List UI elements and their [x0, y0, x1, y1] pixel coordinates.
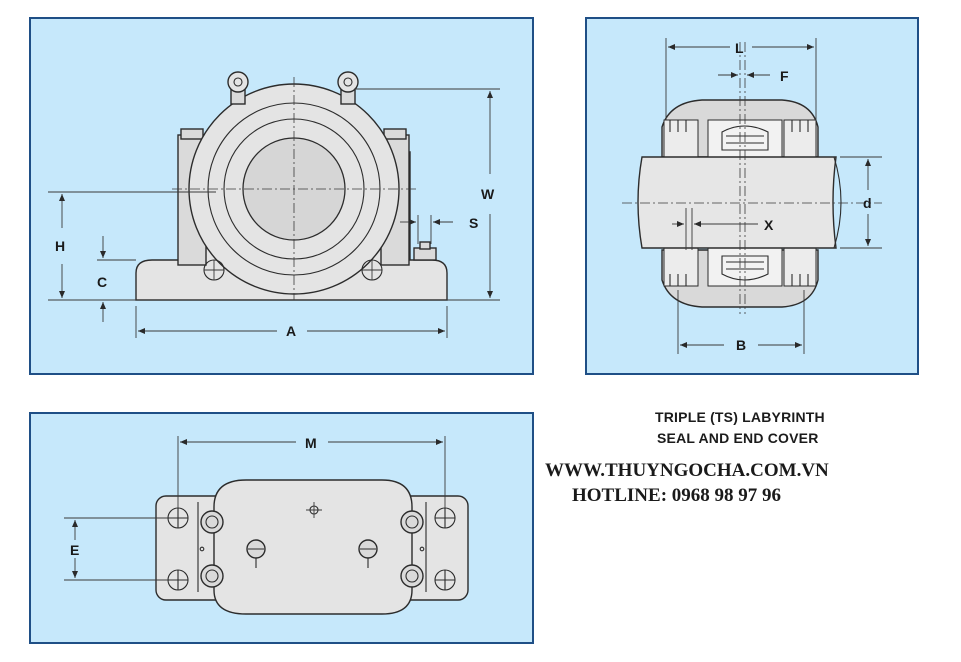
- left-nut: [180, 128, 204, 140]
- dim-label-x: X: [764, 217, 774, 233]
- dim-label-a: A: [286, 323, 296, 339]
- dim-label-e: E: [70, 542, 79, 558]
- right-nut: [383, 128, 407, 140]
- dim-label-c: C: [97, 274, 107, 290]
- dim-label-s: S: [469, 215, 478, 231]
- dim-label-b: B: [736, 337, 746, 353]
- front-view-drawing: H C W S A: [48, 71, 500, 339]
- dim-label-w: W: [481, 186, 495, 202]
- dim-label-h: H: [55, 238, 65, 254]
- top-cap-bolts: [200, 510, 424, 588]
- website-link[interactable]: WWW.THUYNGOCHA.COM.VN: [545, 460, 829, 481]
- contact-block: WWW.THUYNGOCHA.COM.VN HOTLINE: 0968 98 9…: [545, 458, 829, 508]
- top-housing-cap: [213, 479, 413, 615]
- section-view-drawing: L F d X B: [622, 38, 882, 354]
- top-mount-holes: [167, 507, 456, 591]
- dim-label-l: L: [735, 40, 744, 56]
- section-view-panel: L F d X B: [585, 17, 919, 375]
- right-lifting-eye: [337, 71, 359, 105]
- right-end-cover: [783, 119, 817, 287]
- left-labyrinth-seal: [663, 119, 699, 287]
- top-view-panel: M E: [29, 412, 534, 644]
- dim-label-m: M: [305, 435, 317, 451]
- seal-caption: TRIPLE (TS) LABYRINTH SEAL AND END COVER: [655, 407, 825, 449]
- left-lifting-eye: [227, 71, 249, 105]
- caption-line-2: SEAL AND END COVER: [657, 430, 819, 446]
- dim-label-d: d: [863, 195, 872, 211]
- front-view-panel: H C W S A: [29, 17, 534, 375]
- top-view-drawing: M E: [64, 435, 469, 615]
- base-bolt: [413, 247, 437, 261]
- caption-line-1: TRIPLE (TS) LABYRINTH: [655, 409, 825, 425]
- dim-label-f: F: [780, 68, 789, 84]
- hotline-text: HOTLINE: 0968 98 97 96: [572, 485, 782, 506]
- shaft: [637, 156, 837, 249]
- top-lifting-eyes: [246, 539, 378, 568]
